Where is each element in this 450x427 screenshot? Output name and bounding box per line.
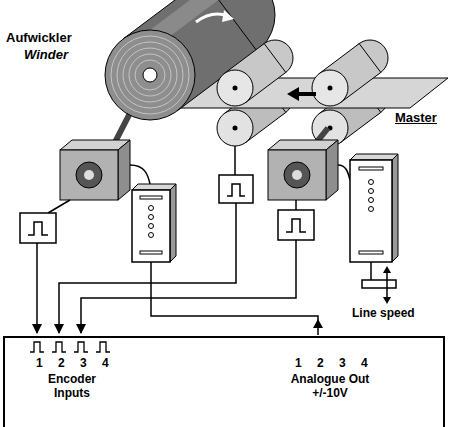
winder-drive [132,184,176,190]
master-drive [369,198,374,203]
encoder-symbol [286,219,306,232]
winder-drive [140,196,162,199]
pulse-symbol [30,342,44,352]
master-motor [326,140,338,200]
top-roller [312,70,348,106]
direction-arrow [287,87,316,101]
winder-roll [129,54,171,96]
master-drive [359,251,383,254]
winder-roll [111,36,189,114]
winder-roll [105,30,195,120]
winder-motor [118,140,130,200]
part-label: Aufwickler [6,30,72,45]
master-drive [369,189,374,194]
bottom-roller [217,110,253,146]
winder-drive [170,184,176,262]
signal-wire [59,203,236,333]
master-motor [284,162,310,188]
winder-drive [140,251,162,254]
signal-wire [81,240,296,333]
top-roller [233,86,238,91]
pulse-symbol [74,342,88,352]
bottom-roller [233,126,238,131]
winder-roll [123,48,177,102]
top-roller [328,86,333,91]
output-arrow [313,319,323,328]
encoder-symbol [20,213,56,243]
encoder-symbol [227,184,245,196]
part-label: Line speed [352,306,415,321]
winder-roll [117,42,183,108]
signal-wire [37,203,318,335]
web-band [175,78,448,108]
channel-numbers: 1 2 3 4 [36,356,109,370]
pulse-symbol [30,342,110,352]
winder-drive [149,206,154,211]
channel-caption: Analogue Out +/-10V [290,372,370,400]
encoder-symbol [219,175,253,203]
encoder-symbol [20,213,56,243]
pulse-symbol [96,342,110,352]
winder-motor [76,162,102,188]
potentiometer-symbol [370,262,372,280]
winder-drive [149,224,154,229]
potentiometer-symbol [383,266,391,273]
master-motor [295,200,297,210]
winder-drive [149,233,154,238]
master-drive [350,154,398,160]
web-band [175,78,448,108]
master-drive [359,167,383,170]
winder-motor [84,170,94,180]
winder-motor [48,200,70,213]
part-label: Master [395,110,437,125]
direction-arrow [287,87,299,101]
potentiometer-symbol [383,297,391,304]
potentiometer-symbol [362,280,396,288]
encoder-symbol [28,222,48,235]
potentiometer-symbol [362,262,396,304]
channel-caption: Encoder Inputs [32,372,112,400]
winder-roll [222,10,234,22]
master-motor [268,128,350,210]
pulse-symbol [52,342,66,352]
winder-roll [143,68,157,82]
master-drive [369,207,374,212]
output-arrow [313,319,323,328]
encoder-symbol [234,146,236,175]
master-motor [268,150,326,200]
top-roller [217,40,388,106]
potentiometer-symbol [386,271,388,299]
signal-wire [151,262,318,335]
master-drive [369,180,374,185]
encoder-symbol [219,146,253,203]
winder-drive [149,215,154,220]
master-motor [338,165,350,180]
channel-numbers: 1 2 3 4 [295,356,368,370]
winder-motor [130,165,150,184]
master-motor [292,170,302,180]
winder-roll [135,60,165,90]
winder-drive [132,184,176,262]
encoder-symbol [278,210,314,240]
signal-wire [36,243,38,333]
winder-motor [60,150,118,200]
master-drive [350,154,398,262]
part-label: Winder [24,47,68,62]
controller-box: 1 2 3 4 Encoder Inputs 1 2 3 4 Analogue Out… [3,336,445,427]
winder-drive [132,190,170,262]
master-drive [350,160,392,262]
top-roller [217,70,253,106]
master-drive [392,154,398,262]
encoder-symbol [278,210,314,240]
